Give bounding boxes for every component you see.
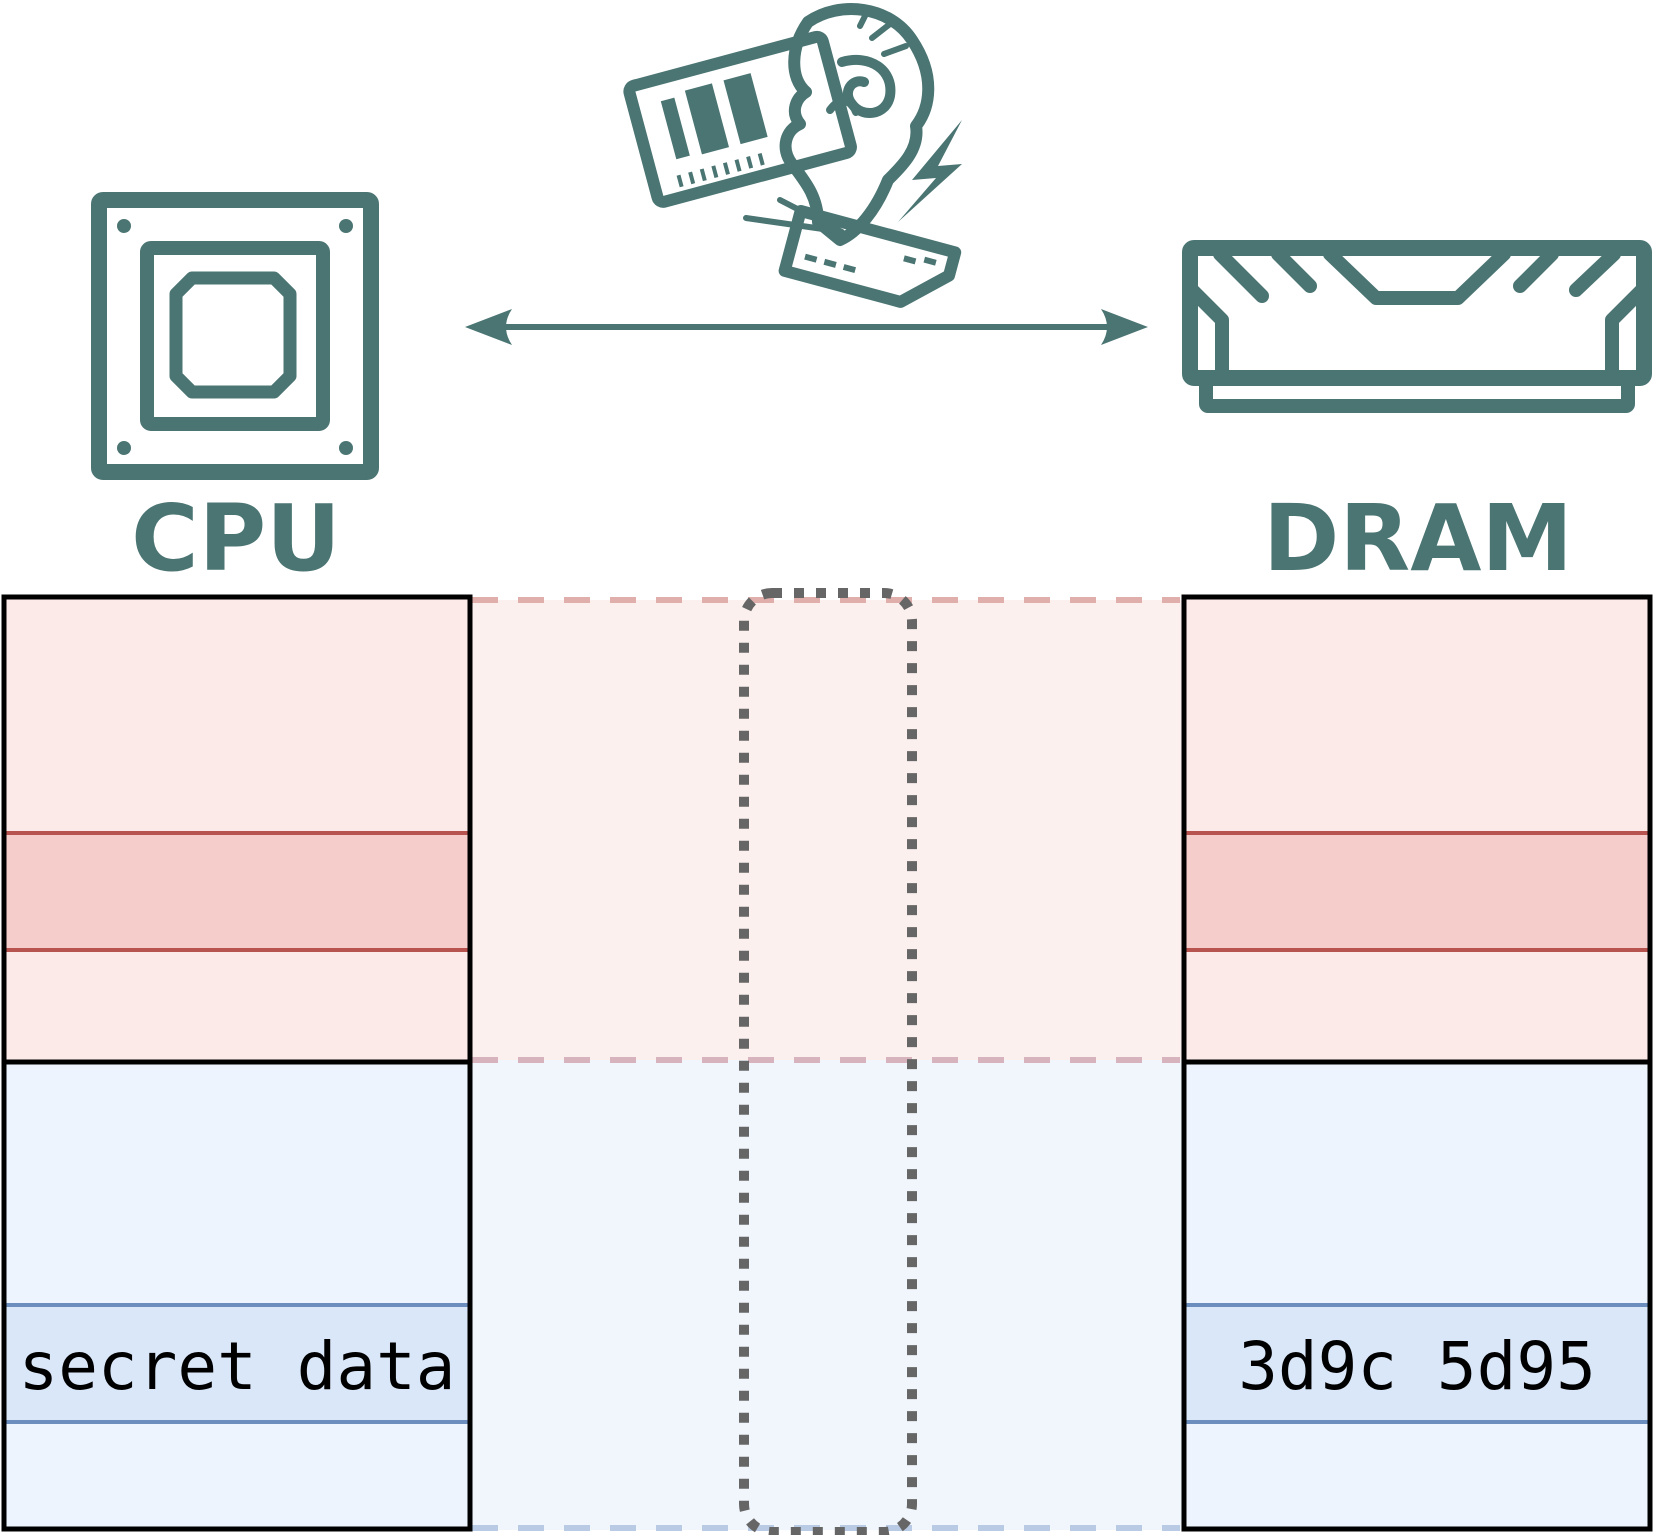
ram-with-lightning-icon: [623, 3, 962, 308]
blue-region-bridge: [470, 1060, 1183, 1530]
dram-memory-view: 3d9c 5d95: [1181, 594, 1653, 1532]
dram-secret-cell: [1182, 1303, 1652, 1424]
bus-arrow: [465, 309, 1148, 345]
ram-module-icon: [1182, 240, 1652, 413]
dram-blue-region: [1184, 1063, 1650, 1529]
cpu-red-region: [4, 597, 470, 1061]
region-bridge-dashes: [472, 597, 1180, 1531]
cpu-blue-region: [4, 1063, 470, 1529]
bus-probe-outline: [739, 588, 917, 1535]
red-region-bridge: [470, 600, 1183, 1060]
dram-red-region: [1184, 597, 1650, 1061]
cpu-red-cell: [2, 831, 472, 952]
dram-red-cell: [1182, 831, 1652, 952]
cpu-label: CPU: [131, 485, 341, 592]
cpu-secret-cell: [2, 1303, 472, 1424]
cpu-chip-icon: [91, 192, 379, 480]
cpu-secret-text: secret data: [18, 1328, 455, 1405]
dram-secret-text: 3d9c 5d95: [1238, 1328, 1596, 1405]
cpu-memory-view: secret data: [1, 594, 473, 1532]
dram-label: DRAM: [1263, 485, 1573, 592]
